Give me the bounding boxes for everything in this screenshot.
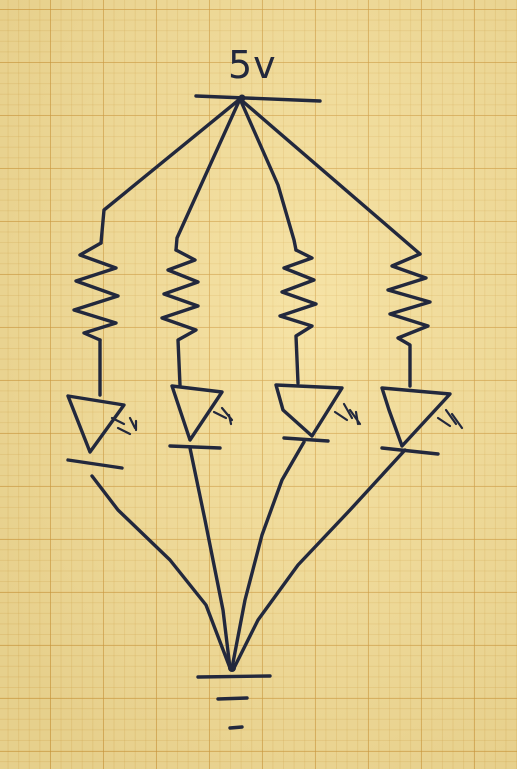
led-3 bbox=[274, 383, 362, 443]
wire-led-1-to-ground bbox=[90, 474, 232, 670]
resistor-4 bbox=[386, 252, 432, 388]
branch-1 bbox=[66, 97, 242, 670]
led-2 bbox=[168, 384, 234, 450]
led-1 bbox=[66, 394, 138, 470]
wire-led-3-to-ground bbox=[230, 440, 306, 670]
wire-supply-to-resistor-3 bbox=[238, 97, 298, 252]
branch-4 bbox=[232, 97, 464, 670]
resistor-2 bbox=[160, 248, 200, 387]
led-4 bbox=[380, 386, 464, 456]
wire-supply-to-resistor-4 bbox=[238, 97, 422, 256]
supply-rail bbox=[194, 94, 322, 103]
branch-3 bbox=[230, 97, 362, 670]
resistor-3 bbox=[278, 248, 318, 385]
branch-2 bbox=[160, 97, 242, 670]
ground-symbol bbox=[196, 664, 272, 730]
wire-supply-to-resistor-2 bbox=[174, 97, 242, 252]
wire-led-4-to-ground bbox=[232, 448, 407, 670]
wire-supply-to-resistor-1 bbox=[99, 97, 242, 245]
wire-led-2-to-ground bbox=[188, 446, 232, 670]
supply-label: 5v bbox=[228, 43, 277, 87]
resistor-1 bbox=[72, 241, 120, 342]
